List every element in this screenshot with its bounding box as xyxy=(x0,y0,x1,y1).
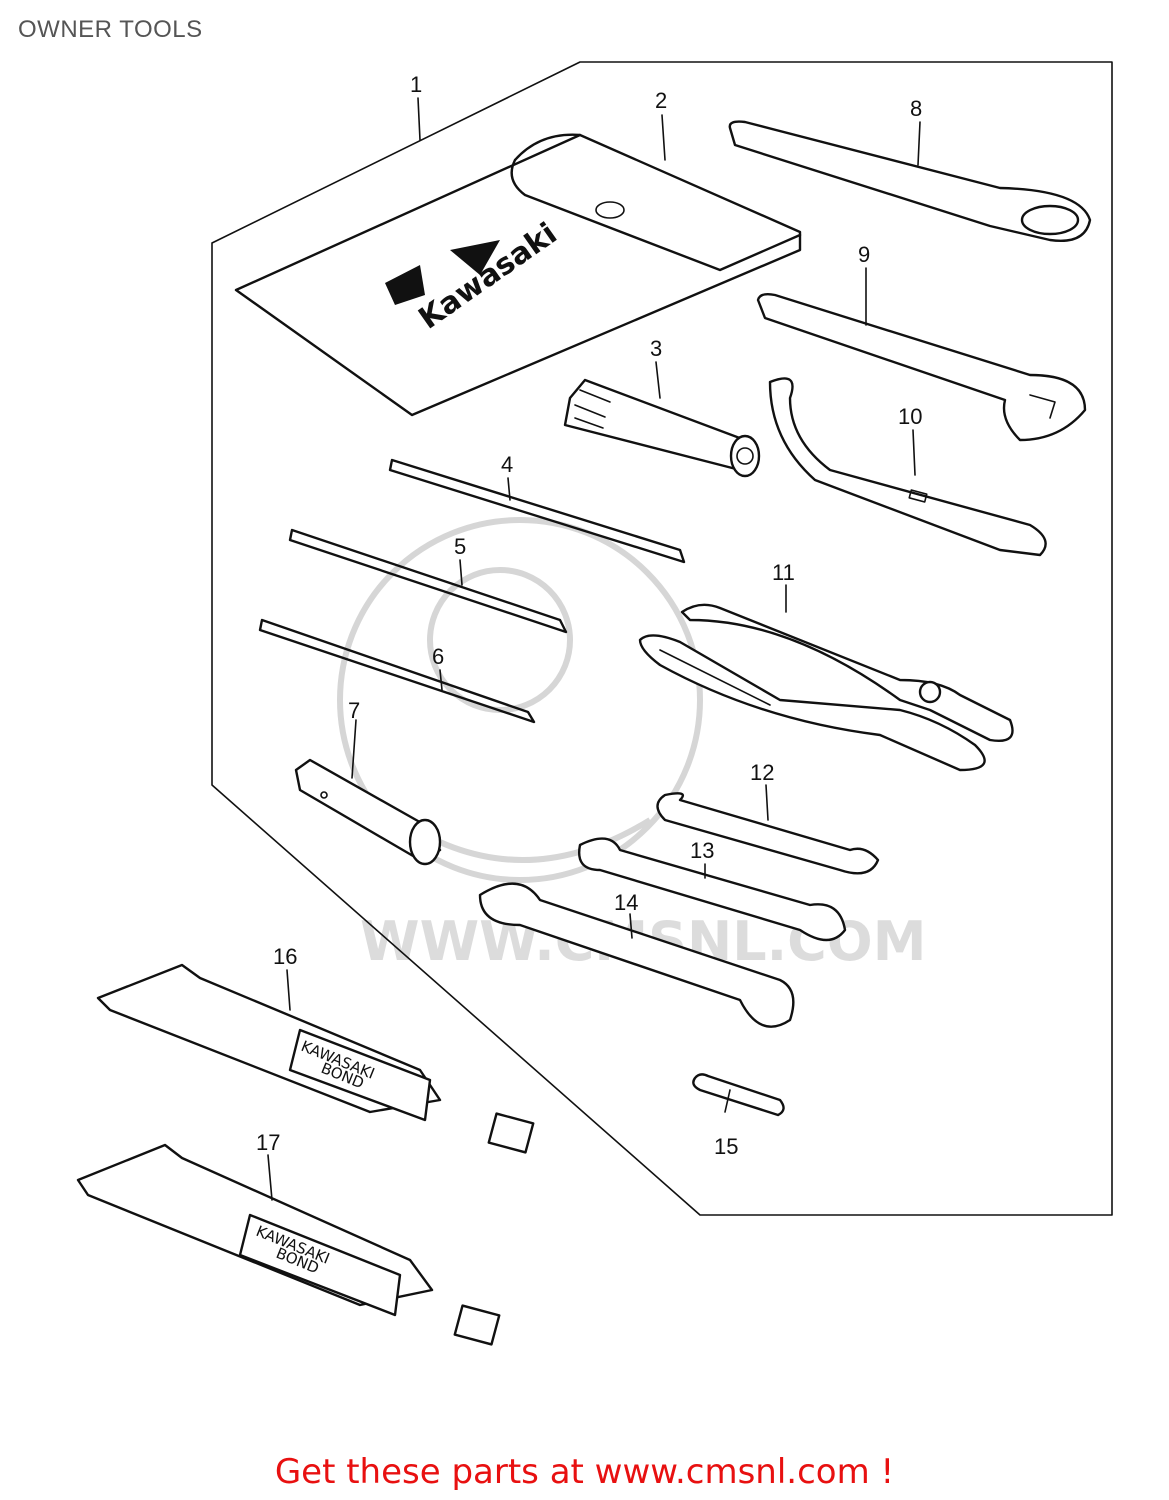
callout-9: 9 xyxy=(858,242,870,267)
open-end-wrench-13 xyxy=(578,837,847,942)
callout-6: 6 xyxy=(432,644,444,669)
sealant-tube-17: KAWASAKI BOND xyxy=(76,1143,501,1346)
screwdriver-handle xyxy=(563,378,761,478)
screwdriver-blade-6 xyxy=(258,618,536,724)
callout-2: 2 xyxy=(655,88,667,113)
open-end-wrench-12 xyxy=(656,792,880,875)
screwdriver-blade-5 xyxy=(288,528,568,634)
open-end-wrench-large xyxy=(756,292,1087,442)
pliers xyxy=(638,603,1014,772)
callout-8: 8 xyxy=(910,96,922,121)
callout-3: 3 xyxy=(650,336,662,361)
flat-feeler-wrench xyxy=(692,1073,785,1117)
callout-4: 4 xyxy=(501,452,513,477)
callout-5: 5 xyxy=(454,534,466,559)
callout-leaders xyxy=(267,97,921,1201)
hook-spanner xyxy=(768,377,1047,557)
tool-pouch: Kawasaki xyxy=(234,133,802,417)
open-end-wrench-14 xyxy=(478,882,795,1028)
callout-14: 14 xyxy=(614,890,638,915)
callout-16: 16 xyxy=(273,944,297,969)
callout-12: 12 xyxy=(750,760,774,785)
kit-boundary-outline xyxy=(211,61,1113,1216)
callout-13: 13 xyxy=(690,838,714,863)
screwdriver-blade-4 xyxy=(388,458,686,564)
spark-plug-wrench xyxy=(294,758,442,866)
callout-7: 7 xyxy=(348,698,360,723)
callout-11: 11 xyxy=(772,560,795,585)
callout-1: 1 xyxy=(410,72,422,97)
ring-wrench xyxy=(728,120,1092,242)
kawasaki-river-mark xyxy=(385,240,500,305)
callout-labels: 1 2 3 4 5 6 7 8 9 10 11 12 13 14 15 16 1… xyxy=(256,72,922,1159)
callout-17: 17 xyxy=(256,1130,280,1155)
diagram-title: OWNER TOOLS xyxy=(18,16,203,43)
callout-15: 15 xyxy=(714,1134,738,1159)
callout-10: 10 xyxy=(898,404,922,429)
sealant-tube-16: KAWASAKI BOND xyxy=(96,963,535,1154)
footer-cta-link[interactable]: Get these parts at www.cmsnl.com ! xyxy=(274,1452,895,1492)
